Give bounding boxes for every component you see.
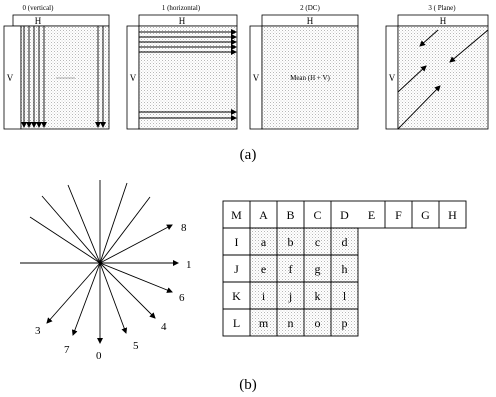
- mode-title: 1 (horizontal): [162, 4, 201, 12]
- grid-cell-label: k: [315, 289, 321, 303]
- caption-b: (b): [239, 377, 257, 393]
- grid-lines: [222, 200, 467, 337]
- grid-cell-label: i: [262, 289, 266, 303]
- panel-b: 8 1 6 4 5 0 7 3: [20, 180, 467, 393]
- direction-line: [41, 195, 101, 264]
- grid-cell-label: D: [340, 208, 349, 222]
- direction-line: [99, 196, 151, 264]
- direction-line: [99, 182, 128, 264]
- grid-cell-label: c: [315, 235, 320, 249]
- prediction-block: [261, 25, 359, 130]
- h-label: H: [307, 16, 314, 26]
- plane-arrows: [397, 29, 489, 130]
- prediction-block: [20, 25, 110, 130]
- grid-cell-label: J: [234, 262, 239, 276]
- mode-title: 0 (vertical): [23, 4, 55, 12]
- mean-label: Mean (H + V): [290, 74, 330, 82]
- top-row-labels: M A B C D E F G H: [231, 208, 457, 222]
- grid-cell-label: j: [288, 289, 292, 303]
- grid-cell-label: F: [395, 208, 402, 222]
- mode-3-plane: 3 ( Plane) H V: [385, 4, 489, 130]
- grid-cell-label: C: [313, 208, 321, 222]
- grid-cell-label: M: [231, 208, 242, 222]
- direction-line: [67, 184, 101, 264]
- mode-2-dc: 2 (DC) H V Mean (H + V): [249, 4, 359, 130]
- caption-a: (a): [240, 147, 257, 163]
- grid-cell-label: B: [286, 208, 294, 222]
- direction-label: 7: [64, 344, 70, 356]
- grid-cell-label: K: [232, 289, 241, 303]
- grid-cell-label: n: [288, 316, 294, 330]
- grid-cell-label: p: [342, 316, 348, 330]
- v-label: V: [253, 73, 260, 83]
- direction-label: 1: [186, 259, 192, 271]
- arrow: [397, 85, 441, 130]
- grid-cell-label: A: [259, 208, 268, 222]
- mode-0-vertical: 0 (vertical) H V: [3, 4, 110, 130]
- direction-label: 0: [96, 350, 102, 362]
- mode-1-horizontal: 1 (horizontal) H V: [126, 4, 238, 130]
- direction-label: 8: [181, 222, 187, 234]
- direction-label: 6: [179, 292, 185, 304]
- grid-cell-label: m: [259, 316, 269, 330]
- direction-label: 5: [133, 340, 139, 352]
- grid-cell-label: h: [342, 262, 348, 276]
- direction-arrow-5: [99, 262, 128, 334]
- grid-cell-label: d: [342, 235, 348, 249]
- horizontal-arrows: [139, 29, 237, 121]
- arrow: [419, 29, 439, 47]
- inner-labels: a b c d e f g h i j k l m n o p: [259, 235, 348, 330]
- grid-cell-label: E: [368, 208, 375, 222]
- direction-arrow-7: [71, 262, 101, 336]
- h-label: H: [35, 16, 42, 26]
- direction-line: [29, 216, 101, 264]
- direction-label: 4: [161, 321, 167, 333]
- direction-arrow-4: [99, 262, 156, 319]
- grid-cell-label: l: [343, 289, 347, 303]
- h-label: H: [179, 16, 186, 26]
- arrow: [449, 29, 489, 63]
- grid-cell-label: L: [233, 316, 240, 330]
- grid-cell-label: o: [315, 316, 321, 330]
- grid-cell-label: I: [235, 235, 239, 249]
- grid-cell-label: H: [448, 208, 457, 222]
- panel-a: 0 (vertical) H V 1 (horizontal) H V: [3, 4, 489, 163]
- grid-cell-label: g: [315, 262, 321, 276]
- h-label: H: [440, 16, 447, 26]
- v-label: V: [130, 73, 137, 83]
- grid-cell-label: G: [421, 208, 430, 222]
- v-label: V: [7, 73, 14, 83]
- mode-title: 2 (DC): [300, 4, 320, 12]
- grid-cell-label: e: [261, 262, 266, 276]
- arrow: [397, 65, 427, 93]
- h-bar: [138, 14, 238, 27]
- direction-labels: 8 1 6 4 5 0 7 3: [35, 222, 192, 362]
- direction-label: 3: [35, 325, 41, 337]
- h-bar: [12, 14, 110, 27]
- v-label: V: [389, 73, 396, 83]
- left-col-labels: I J K L: [232, 235, 241, 330]
- prediction-block: [138, 25, 238, 130]
- grid-cell-label: b: [288, 235, 294, 249]
- grid-cell-label: a: [261, 235, 267, 249]
- vertical-arrows: [21, 26, 106, 128]
- pixel-grid: M A B C D E F G H I J K L a b c: [222, 200, 467, 337]
- direction-arrow-6: [99, 262, 173, 293]
- direction-arrow-3: [46, 262, 101, 324]
- grid-cell-label: f: [289, 262, 293, 276]
- direction-star: [20, 180, 179, 344]
- direction-arrow-8: [99, 224, 173, 264]
- mode-title: 3 ( Plane): [428, 4, 456, 12]
